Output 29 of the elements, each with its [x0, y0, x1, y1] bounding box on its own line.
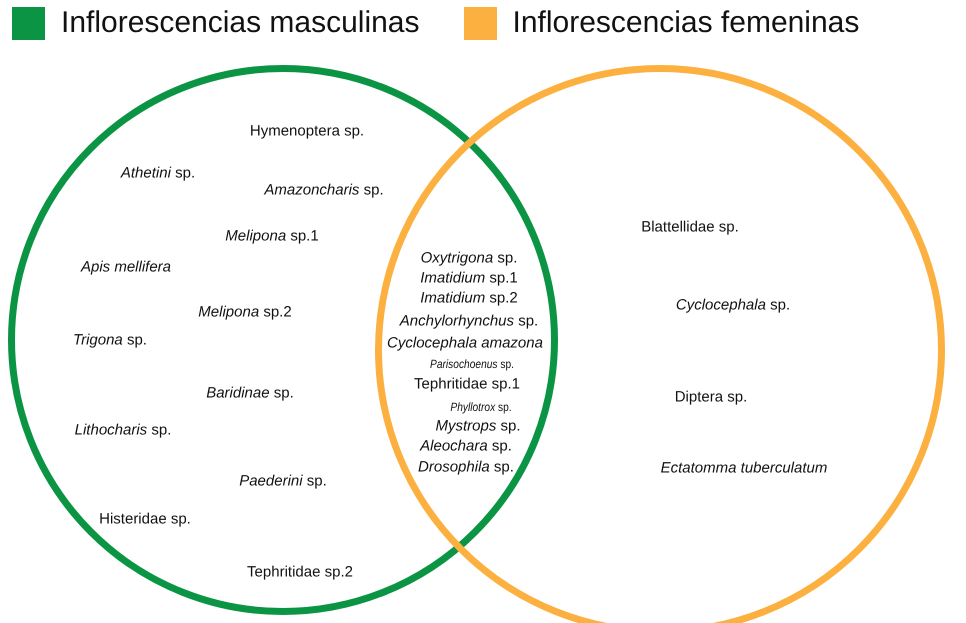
species-name: Paederini sp.: [239, 472, 327, 490]
species-name: Oxytrigona sp.: [420, 250, 518, 266]
species-name: Tephritidae sp.2: [247, 564, 353, 580]
species-name: Lithocharis sp.: [74, 422, 172, 438]
legend-label: Inflorescencias femeninas: [512, 6, 860, 40]
species-name: Hymenoptera sp.: [250, 122, 364, 140]
species-name: Blattellidae sp.: [641, 218, 739, 236]
species-name: Imatidium sp.1: [420, 270, 518, 286]
species-name: Anchylorhynchus sp.: [400, 312, 538, 330]
species-name: Histeridae sp.: [99, 510, 191, 528]
species-name: Apis mellifera: [80, 258, 172, 276]
species-name: Phyllotrox sp.: [450, 400, 512, 414]
species-name: Amazoncharis sp.: [264, 182, 384, 198]
legend-label: Inflorescencias masculinas: [61, 6, 420, 40]
species-name: Melipona sp.2: [198, 304, 292, 320]
species-name: Athetini sp.: [120, 164, 196, 182]
species-name: Cyclocephala sp.: [676, 296, 790, 314]
species-name: Cyclocephala amazona: [387, 334, 543, 352]
species-name: Baridinae sp.: [206, 384, 294, 402]
species-name: Trigona sp.: [73, 332, 147, 348]
species-name: Tephritidae sp.1: [414, 376, 520, 392]
species-name: Diptera sp.: [674, 388, 748, 406]
species-name: Aleochara sp.: [420, 438, 512, 454]
species-name: Drosophila sp.: [418, 458, 514, 476]
species-name: Mystrops sp.: [435, 418, 521, 434]
species-name: Ectatomma tuberculatum: [660, 460, 828, 476]
species-name: Parisochoenus sp.: [430, 357, 514, 371]
species-name: Melipona sp.1: [225, 228, 319, 244]
species-name: Imatidium sp.2: [420, 290, 518, 306]
